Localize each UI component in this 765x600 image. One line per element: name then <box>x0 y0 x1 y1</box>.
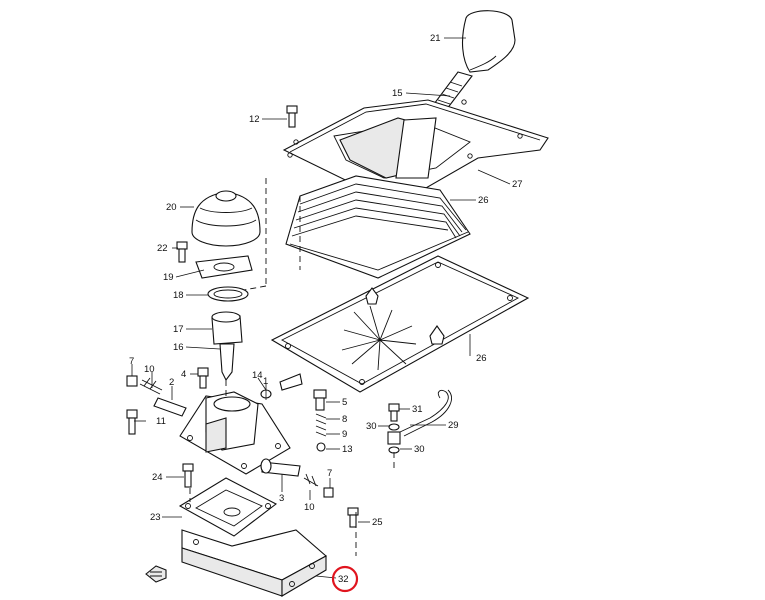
callout-32[interactable]: 32 <box>338 574 349 585</box>
callout-24[interactable]: 24 <box>152 472 163 483</box>
front-direction-arrow-icon <box>145 565 167 583</box>
callout-5[interactable]: 5 <box>342 397 347 408</box>
retaining-ring <box>207 286 249 302</box>
detent-parts-right <box>260 373 327 452</box>
callout-30-lower[interactable]: 30 <box>414 444 425 455</box>
callout-10-right[interactable]: 10 <box>304 502 315 513</box>
bolt-12 <box>286 105 298 128</box>
callout-22[interactable]: 22 <box>157 243 168 254</box>
callout-16[interactable]: 16 <box>173 342 184 353</box>
bolt-24 <box>182 463 194 488</box>
lower-base-plate <box>270 255 530 393</box>
shift-boot-lever-sleeve <box>395 117 437 179</box>
gasket-plate <box>178 477 278 537</box>
lever-bushing <box>211 311 243 345</box>
shift-knob[interactable] <box>461 10 516 73</box>
rubber-shift-boot <box>285 175 471 279</box>
callout-1[interactable]: 1 <box>263 376 268 387</box>
callout-2[interactable]: 2 <box>169 377 174 388</box>
callout-4[interactable]: 4 <box>181 369 186 380</box>
alignment-dashed-lines <box>189 178 395 556</box>
lower-shift-lever <box>219 343 235 382</box>
callout-18[interactable]: 18 <box>173 290 184 301</box>
callout-20[interactable]: 20 <box>166 202 177 213</box>
callout-9[interactable]: 9 <box>342 429 347 440</box>
callout-15[interactable]: 15 <box>392 88 403 99</box>
shift-housing <box>179 391 291 475</box>
callout-labels: 21 15 12 27 26 20 22 19 18 17 16 26 7 10… <box>129 33 523 585</box>
callout-12[interactable]: 12 <box>249 114 260 125</box>
bolt-25 <box>347 507 359 528</box>
highlight-circle-32 <box>331 565 359 593</box>
callout-10-left[interactable]: 10 <box>144 364 155 375</box>
callout-26-boot[interactable]: 26 <box>478 195 489 206</box>
callout-29[interactable]: 29 <box>448 420 459 431</box>
spring-plate <box>195 255 253 279</box>
callout-7-right[interactable]: 7 <box>327 468 332 479</box>
callout-11[interactable]: 11 <box>156 416 166 427</box>
callout-8[interactable]: 8 <box>342 414 347 425</box>
base-case <box>181 529 327 597</box>
callout-21[interactable]: 21 <box>430 33 441 44</box>
callout-30-upper[interactable]: 30 <box>366 421 377 432</box>
callout-7-left[interactable]: 7 <box>129 356 134 367</box>
lever-seal-boot <box>191 190 261 247</box>
callout-27[interactable]: 27 <box>512 179 523 190</box>
callout-14[interactable]: 14 <box>252 370 263 381</box>
callout-3[interactable]: 3 <box>279 493 284 504</box>
callout-19[interactable]: 19 <box>163 272 174 283</box>
bolt-22 <box>176 241 188 263</box>
callout-25[interactable]: 25 <box>372 517 383 528</box>
callout-13[interactable]: 13 <box>342 444 353 455</box>
callout-26-plate[interactable]: 26 <box>476 353 487 364</box>
shift-rod-assembly <box>260 458 334 498</box>
callout-17[interactable]: 17 <box>173 324 184 335</box>
callout-31[interactable]: 31 <box>412 404 423 415</box>
callout-23[interactable]: 23 <box>150 512 161 523</box>
